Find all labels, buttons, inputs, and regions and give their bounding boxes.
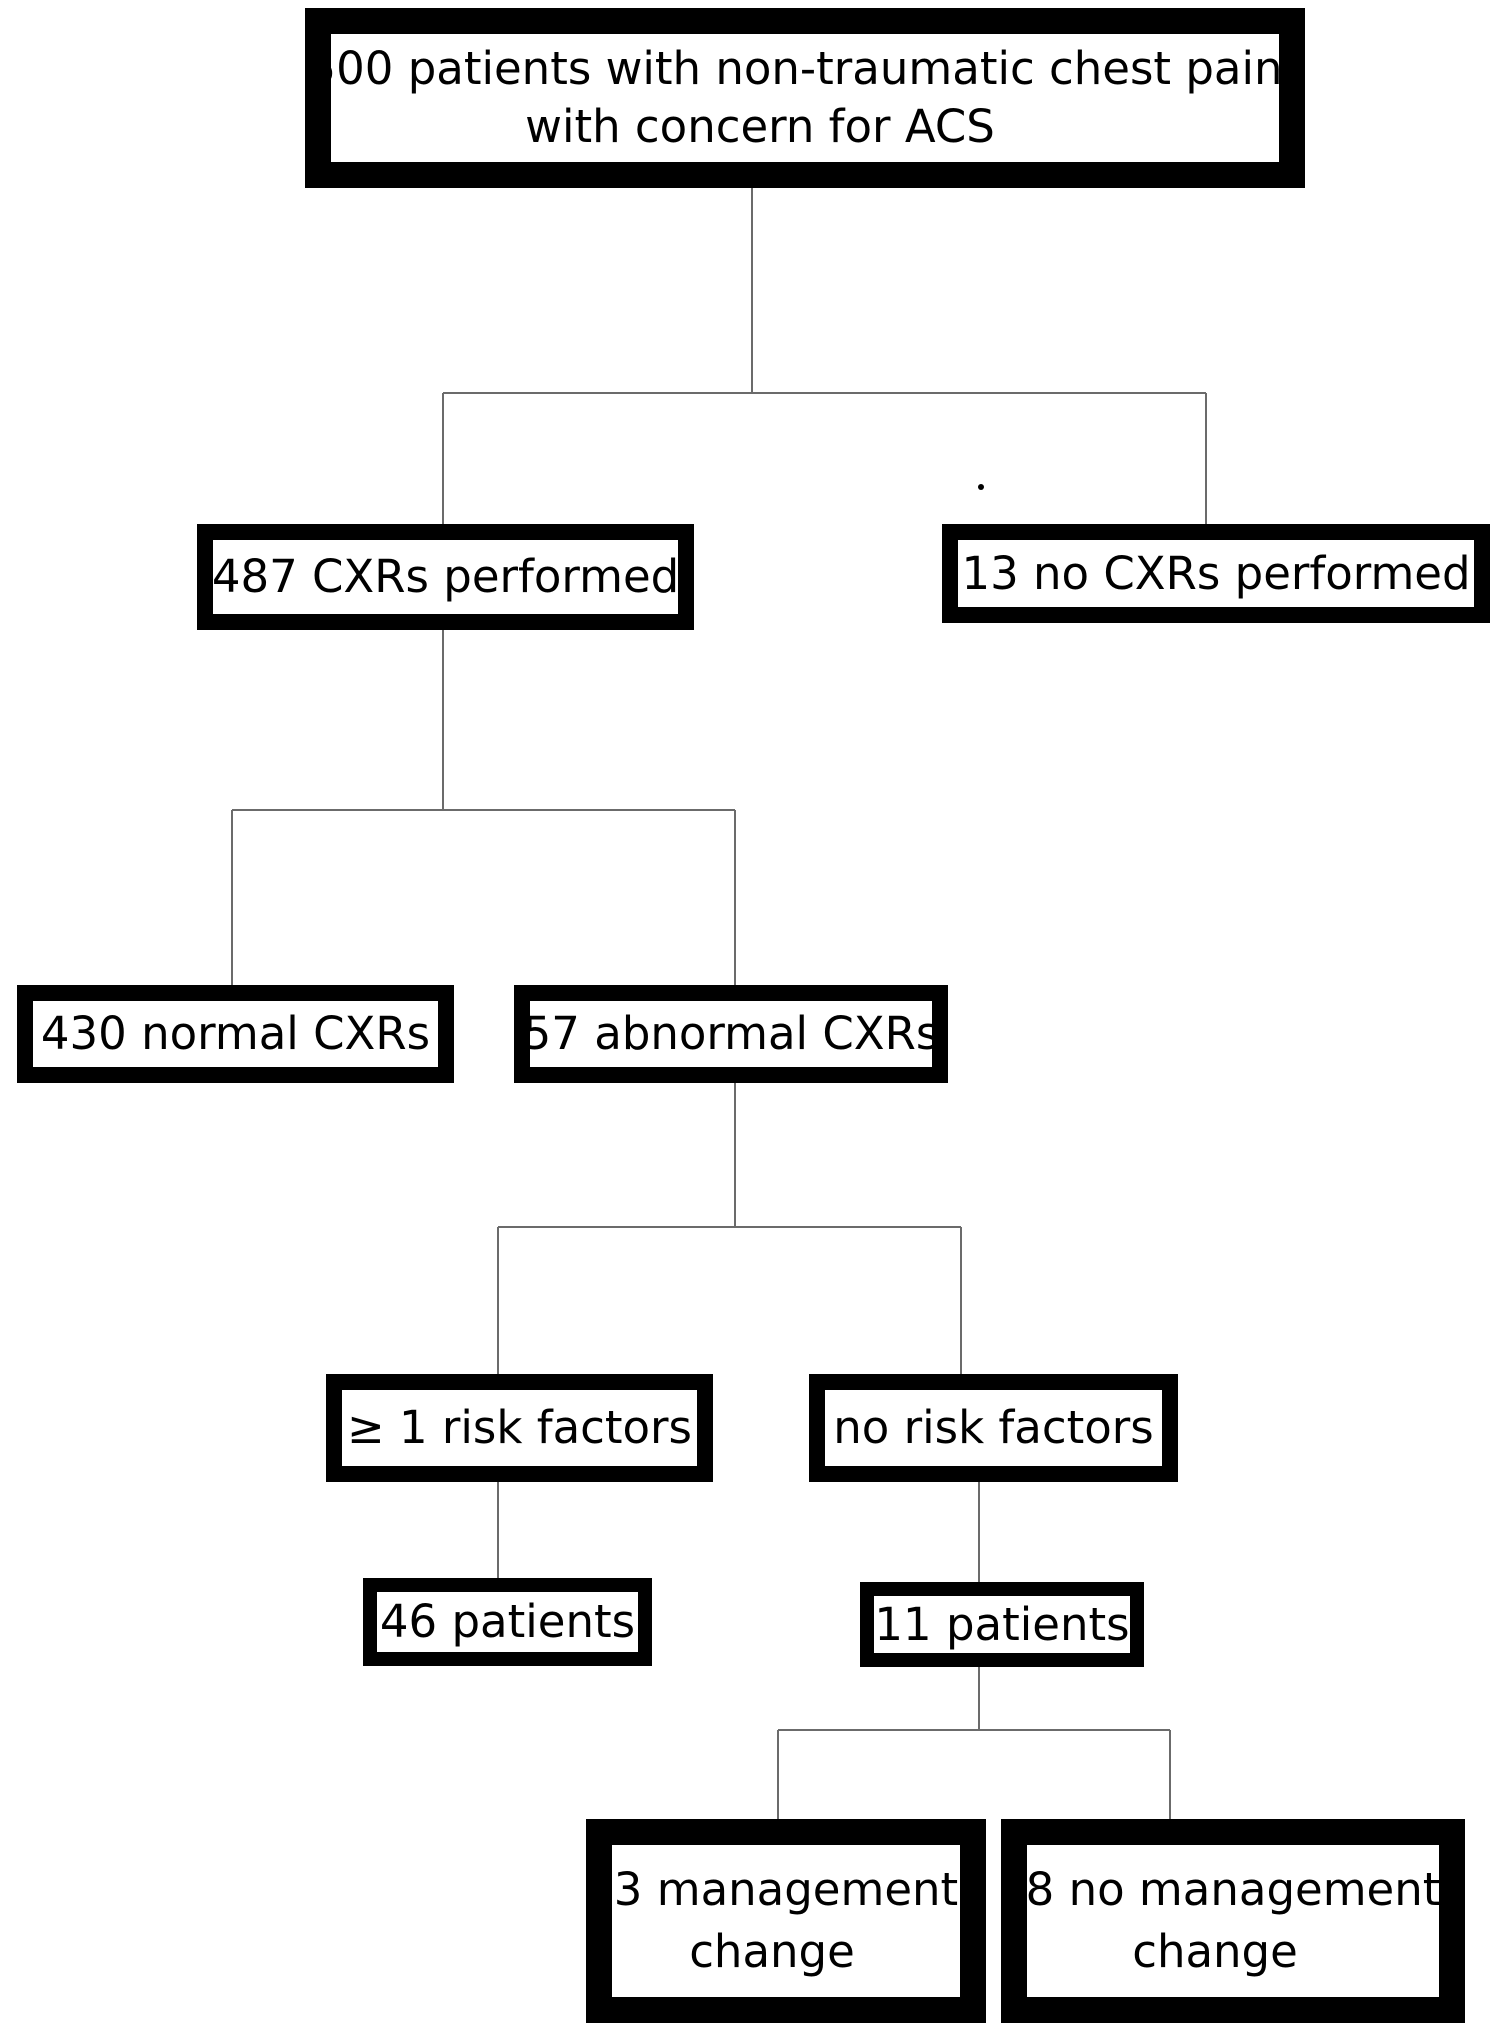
abnormal-cxrs-label: 57 abnormal CXRs <box>522 1007 940 1061</box>
stray-dot <box>978 484 984 490</box>
root-line-2: with concern for ACS <box>525 100 995 153</box>
no-management-change-line-2: change <box>1132 1925 1298 1978</box>
node-cxrs-performed: 487 CXRs performed <box>197 524 694 630</box>
no-risk-factors-label: no risk factors <box>833 1401 1154 1455</box>
risk-factors-label: ≥ 1 risk factors <box>346 1401 693 1455</box>
node-management-change: 3 management change <box>586 1819 986 2023</box>
node-no-risk-factors: no risk factors <box>809 1374 1178 1482</box>
node-risk-factors: ≥ 1 risk factors <box>326 1374 713 1482</box>
46-patients-label: 46 patients <box>379 1595 636 1649</box>
11-patients-label: 11 patients <box>874 1597 1130 1651</box>
node-abnormal-cxrs: 57 abnormal CXRs <box>514 985 948 1083</box>
node-46-patients: 46 patients <box>363 1578 652 1666</box>
no-management-change-line-1: 8 no management <box>1025 1862 1441 1916</box>
node-no-management-change: 8 no management change <box>1001 1819 1465 2023</box>
node-root-patients: 500 patients with non-traumatic chest pa… <box>305 8 1305 188</box>
node-normal-cxrs: 430 normal CXRs <box>17 985 454 1083</box>
no-cxrs-performed-label: 13 no CXRs performed <box>961 546 1471 600</box>
management-change-line-2: change <box>689 1925 855 1978</box>
cxrs-performed-label: 487 CXRs performed <box>211 550 680 604</box>
node-11-patients: 11 patients <box>860 1582 1144 1667</box>
node-no-cxrs-performed: 13 no CXRs performed <box>942 524 1490 623</box>
root-line-1: 500 patients with non-traumatic chest pa… <box>307 41 1283 95</box>
normal-cxrs-label: 430 normal CXRs <box>40 1007 431 1061</box>
management-change-line-1: 3 management <box>613 1862 959 1916</box>
